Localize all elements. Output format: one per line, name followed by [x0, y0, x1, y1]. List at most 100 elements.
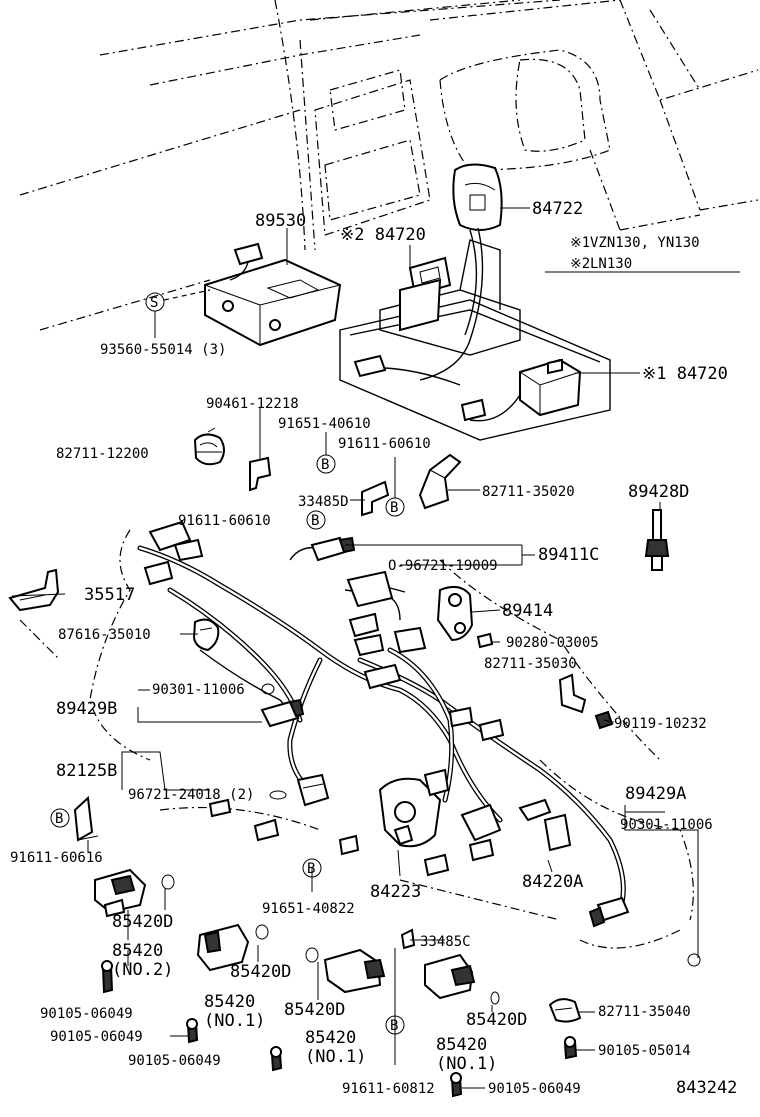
- label-85420d-a: 85420D: [112, 912, 173, 932]
- sensor-89428d: [644, 509, 670, 571]
- bracket-82711-35020: [418, 453, 462, 510]
- label-89428d: 89428D: [628, 482, 689, 502]
- label-90301-a: 90301-11006: [152, 682, 245, 698]
- shift-switch-84722: [419, 163, 503, 381]
- switch-84223: [378, 768, 450, 848]
- label-85420-no1-f: (NO.1): [436, 1054, 497, 1074]
- figure-number: 843242: [676, 1078, 737, 1098]
- label-89414: 89414: [502, 601, 553, 621]
- label-84720-n2: ※2 84720: [340, 225, 426, 245]
- clamp-87616-35010: [192, 618, 220, 652]
- legend-models-1: VZN130, YN130: [590, 235, 700, 251]
- sensor-89414: [346, 570, 474, 642]
- mark-b-5: B: [307, 861, 315, 877]
- mark-s: S: [150, 295, 158, 311]
- switch-84720-n2: [399, 256, 452, 332]
- label-96721-19009: O-96721-19009: [388, 558, 498, 574]
- screw-mark-s: S: [145, 289, 211, 338]
- mark-b-2: B: [311, 513, 319, 529]
- callout-labels: 89530 84722 ※2 84720 ※1 VZN130, YN130 ※2…: [10, 199, 740, 1098]
- label-90280: 90280-03005: [506, 635, 599, 651]
- label-85420-no2-b: (NO.2): [112, 960, 173, 980]
- label-84223: 84223: [370, 882, 421, 902]
- label-33485c: 33485C: [420, 934, 471, 950]
- label-35517: 35517: [84, 585, 135, 605]
- small-connectors: [208, 790, 450, 877]
- label-82125b: 82125B: [56, 761, 117, 781]
- label-85420-no1-a: 85420: [204, 992, 255, 1012]
- harness-area-outline: [19, 529, 694, 949]
- label-89429a: 89429A: [625, 784, 686, 804]
- label-85420-no1-d: (NO.1): [305, 1047, 366, 1067]
- label-90105-c: 90105-06049: [128, 1053, 221, 1069]
- vsv-85420-no1-mid: [270, 947, 386, 1072]
- sensor-84220a: [460, 798, 572, 862]
- legend-mark-1: ※1: [570, 235, 590, 251]
- switch-84720-n1: [353, 354, 582, 422]
- bolt-90119: [594, 710, 614, 730]
- vsv-85420-no1-right: [424, 953, 500, 1098]
- ecu-89530: [204, 242, 342, 347]
- legend-models-2: LN130: [590, 256, 632, 272]
- label-90105-05014: 90105-05014: [598, 1043, 691, 1059]
- label-84722: 84722: [532, 199, 583, 219]
- label-85420-no2-a: 85420: [112, 941, 163, 961]
- harness-connectors: [143, 520, 505, 742]
- label-91611-60610-b: 91611-60610: [178, 513, 271, 529]
- clamp-82711-35040: [548, 998, 582, 1023]
- label-82711-12200: 82711-12200: [56, 446, 149, 462]
- label-90105-d: 90105-06049: [488, 1081, 581, 1097]
- label-91651-40822: 91651-40822: [262, 901, 355, 917]
- label-96721-24018: 96721-24018 (2): [128, 787, 254, 803]
- bolt-marks-b: B B B B B B: [50, 454, 405, 1035]
- label-85420d-b: 85420D: [230, 962, 291, 982]
- label-91611-60616: 91611-60616: [10, 850, 103, 866]
- label-89530: 89530: [255, 211, 306, 231]
- bracket-33485c: [400, 928, 416, 950]
- legend-mark-2: ※2: [570, 256, 590, 272]
- bolt-90105-05014: [563, 1036, 578, 1060]
- bracket-35517: [8, 568, 60, 612]
- label-93560: 93560-55014 (3): [100, 342, 226, 358]
- label-89429b: 89429B: [56, 699, 117, 719]
- vehicle-body-outline: [19, 0, 759, 331]
- leader-lines: [11, 207, 699, 1089]
- label-85420-no1-c: 85420: [305, 1028, 356, 1048]
- label-91611-60812: 91611-60812: [342, 1081, 435, 1097]
- vsv-85420-no1-left: [186, 923, 269, 1044]
- sensor-89429a: [588, 896, 701, 967]
- wire-harness: [137, 544, 626, 913]
- label-33485d: 33485D: [298, 494, 349, 510]
- label-84720-n1: ※1 84720: [642, 364, 728, 384]
- label-90461: 90461-12218: [206, 396, 299, 412]
- label-85420d-d: 85420D: [466, 1010, 527, 1030]
- label-85420d-c: 85420D: [284, 1000, 345, 1020]
- label-84220a: 84220A: [522, 872, 583, 892]
- bracket-90461: [249, 456, 272, 492]
- label-87616: 87616-35010: [58, 627, 151, 643]
- label-82711-35040: 82711-35040: [598, 1004, 691, 1020]
- label-82711-35020: 82711-35020: [482, 484, 575, 500]
- label-85420-no1-e: 85420: [436, 1035, 487, 1055]
- washer-90280: [476, 632, 494, 649]
- label-90301-b: 90301-11006: [620, 817, 713, 833]
- sensor-89429b: [260, 683, 305, 728]
- label-85420-no1-b: (NO.1): [204, 1011, 265, 1031]
- connector-82125b: [296, 773, 330, 807]
- label-90105-a: 90105-06049: [40, 1006, 133, 1022]
- mark-b-4: B: [55, 811, 63, 827]
- label-89411c: 89411C: [538, 545, 599, 565]
- bracket-82711-35030: [558, 673, 587, 714]
- label-91611-60610-a: 91611-60610: [338, 436, 431, 452]
- label-90119: 90119-10232: [614, 716, 707, 732]
- label-82711-35030: 82711-35030: [484, 656, 577, 672]
- label-90105-b: 90105-06049: [50, 1029, 143, 1045]
- bracket-91611-60616: [73, 795, 99, 842]
- clamp-82711-12200: [193, 427, 225, 466]
- mark-b-6: B: [390, 1018, 398, 1034]
- console-tray: [339, 239, 611, 441]
- sensor-89411c: [310, 536, 356, 562]
- bracket-33485d: [361, 480, 390, 517]
